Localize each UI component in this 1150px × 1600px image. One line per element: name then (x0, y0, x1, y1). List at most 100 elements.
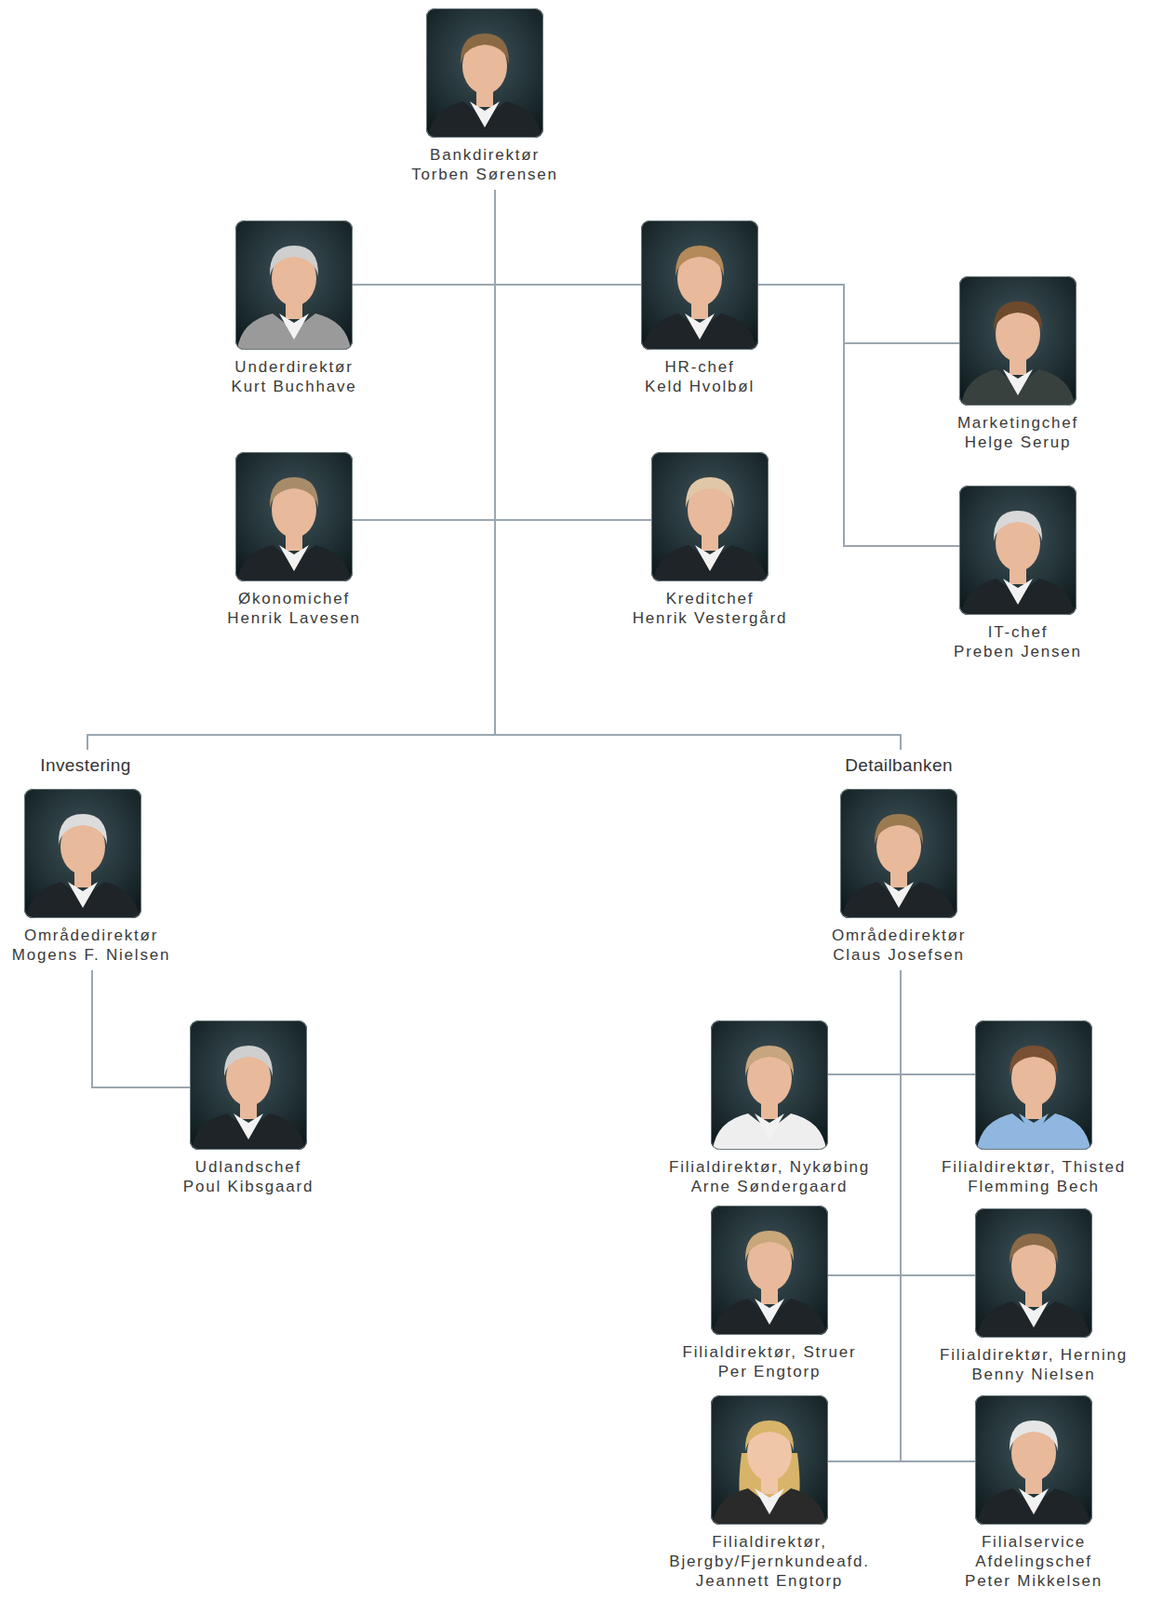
caption-box: Filialdirektør, ThistedFlemming Bech (941, 1157, 1126, 1197)
caption-box: BankdirektørTorben Sørensen (411, 145, 558, 185)
person-name: Torben Sørensen (411, 164, 558, 185)
person-name: Poul Kibsgaard (183, 1176, 315, 1197)
connector-line (494, 189, 901, 750)
job-title: Filialdirektør, Thisted (941, 1157, 1126, 1177)
job-title: Filialdirektør, Bjergby/Fjernkundeafd. (648, 1532, 891, 1572)
person-name: Jeannett Engtorp (648, 1571, 891, 1592)
portrait-photo (710, 1395, 829, 1525)
person-box: IT-chefPreben Jensen (959, 485, 1077, 616)
person-name: Keld Hvolbøl (644, 376, 755, 397)
job-title: Kreditchef (632, 588, 789, 609)
person-box: Filialdirektør, StruerPer Engtorp (710, 1205, 829, 1336)
job-title: HR-chef (644, 357, 755, 377)
person-box: KreditchefHenrik Vestergård (651, 452, 769, 582)
job-title: Marketingchef (957, 413, 1079, 433)
job-title: Bankdirektør (411, 145, 558, 165)
job-title: Filialservice Afdelingschef (954, 1532, 1113, 1572)
portrait-photo (235, 220, 353, 350)
job-title: Områdedirektør (831, 925, 966, 946)
portrait-photo (24, 788, 142, 919)
connector-line (828, 970, 901, 1075)
person-name: Benny Nielsen (939, 1364, 1128, 1385)
portrait-photo (426, 8, 544, 138)
portrait-photo (840, 788, 958, 919)
connector-line (828, 970, 901, 1276)
portrait-photo (975, 1395, 1093, 1525)
portrait-photo (651, 452, 769, 582)
caption-box: HR-chefKeld Hvolbøl (644, 357, 755, 397)
job-title: Økonomichef (227, 588, 361, 609)
caption-box: KreditchefHenrik Vestergård (632, 588, 789, 629)
connector-line (900, 970, 976, 1462)
caption-box: Filialdirektør, NykøbingArne Søndergaard (668, 1157, 870, 1197)
caption-box: OmrådedirektørMogens F. Nielsen (12, 925, 171, 965)
job-title: IT-chef (953, 622, 1083, 642)
person-box: UnderdirektørKurt Buchhave (235, 220, 353, 350)
person-box: DetailbankenOmrådedirektørClaus Josefsen (840, 788, 958, 919)
portrait-photo (235, 452, 353, 582)
portrait-photo (959, 485, 1077, 616)
person-box: MarketingchefHelge Serup (959, 276, 1077, 406)
job-title: Underdirektør (231, 357, 358, 377)
person-box: UdlandschefPoul Kibsgaard (189, 1020, 308, 1150)
connector-line (828, 970, 901, 1462)
person-name: Henrik Lavesen (227, 608, 361, 629)
connector-line (494, 189, 652, 521)
person-box: Filialdirektør, NykøbingArne Søndergaard (710, 1020, 829, 1150)
group-heading-box: Detailbanken (844, 755, 953, 776)
person-box: Filialdirektør, Bjergby/Fjernkundeafd.Je… (710, 1395, 829, 1525)
caption-box: Filialdirektør, Bjergby/Fjernkundeafd.Je… (648, 1532, 891, 1592)
caption-box: Filialdirektør, StruerPer Engtorp (682, 1342, 857, 1382)
connector-line (494, 189, 642, 285)
portrait-photo (710, 1205, 829, 1336)
connector-line (352, 189, 495, 285)
person-name: Helge Serup (957, 432, 1079, 453)
caption-box: Filialdirektør, HerningBenny Nielsen (939, 1345, 1128, 1385)
caption-box: MarketingchefHelge Serup (957, 413, 1079, 453)
person-box: Filialdirektør, HerningBenny Nielsen (975, 1208, 1093, 1338)
connector-line (900, 970, 976, 1075)
caption-box: IT-chefPreben Jensen (953, 622, 1083, 662)
caption-box: UnderdirektørKurt Buchhave (231, 357, 358, 397)
portrait-photo (975, 1020, 1093, 1150)
caption-box: OmrådedirektørClaus Josefsen (831, 925, 966, 965)
person-name: Kurt Buchhave (231, 376, 358, 397)
job-title: Filialdirektør, Struer (682, 1342, 857, 1363)
job-title: Filialdirektør, Herning (939, 1345, 1128, 1365)
connector-line (900, 970, 976, 1276)
person-name: Mogens F. Nielsen (12, 945, 171, 965)
person-name: Peter Mikkelsen (954, 1571, 1113, 1592)
connector-line (352, 189, 495, 521)
job-title: Filialdirektør, Nykøbing (668, 1157, 870, 1177)
portrait-photo (959, 276, 1077, 406)
job-title: Områdedirektør (12, 925, 171, 946)
caption-box: Filialservice AfdelingschefPeter Mikkels… (954, 1532, 1113, 1592)
portrait-photo (189, 1020, 308, 1150)
person-name: Per Engtorp (682, 1362, 857, 1382)
portrait-photo (975, 1208, 1093, 1338)
connector-line (92, 970, 190, 1088)
portrait-photo (641, 220, 759, 350)
connector-line (758, 284, 960, 344)
person-box: BankdirektørTorben Sørensen (426, 8, 544, 138)
group-heading-box: Investering (40, 755, 131, 776)
person-box: Filialservice AfdelingschefPeter Mikkels… (975, 1395, 1093, 1525)
group-heading: Investering (40, 755, 131, 776)
person-name: Arne Søndergaard (668, 1176, 870, 1197)
person-name: Preben Jensen (953, 641, 1083, 662)
person-box: ØkonomichefHenrik Lavesen (235, 452, 353, 582)
person-box: Filialdirektør, ThistedFlemming Bech (975, 1020, 1093, 1150)
caption-box: ØkonomichefHenrik Lavesen (227, 588, 361, 629)
person-name: Claus Josefsen (831, 945, 966, 965)
job-title: Udlandschef (183, 1157, 315, 1177)
portrait-photo (710, 1020, 829, 1150)
person-name: Flemming Bech (941, 1176, 1126, 1197)
person-name: Henrik Vestergård (632, 608, 789, 629)
group-heading: Detailbanken (844, 755, 953, 776)
person-box: HR-chefKeld Hvolbøl (641, 220, 759, 350)
caption-box: UdlandschefPoul Kibsgaard (183, 1157, 315, 1197)
connector-line (758, 284, 960, 547)
connector-line (87, 189, 495, 750)
person-box: InvesteringOmrådedirektørMogens F. Niels… (24, 788, 142, 919)
